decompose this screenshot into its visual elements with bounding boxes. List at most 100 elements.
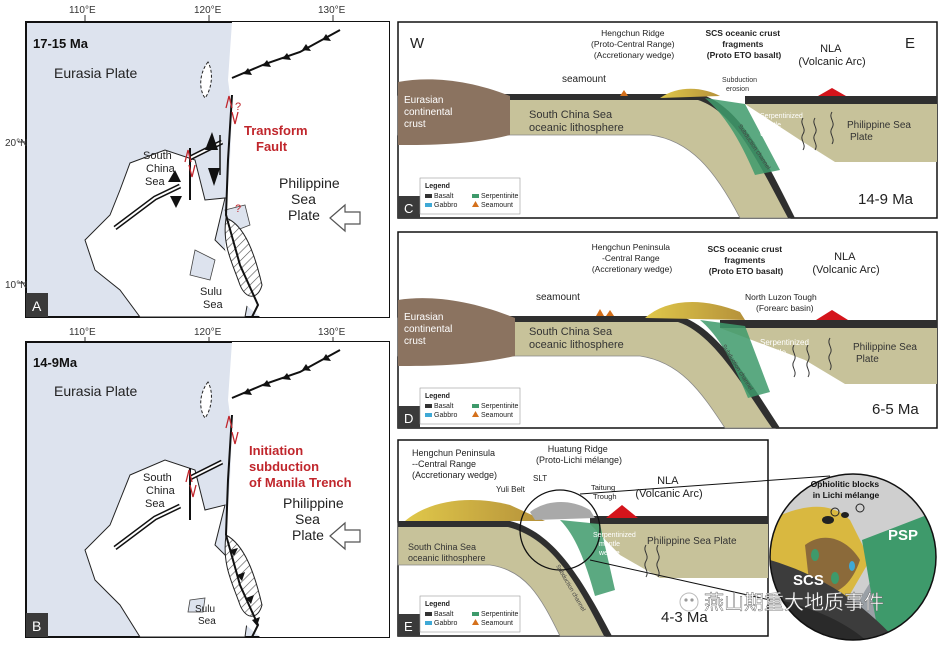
legend-serpentinite: Serpentinite [481,403,518,410]
question-mark-2: ? [235,203,241,215]
eurasian-crust-label-c: Eurasian continental crust [404,95,455,130]
psp-sea-a [225,22,389,317]
nla-volcano-d [816,310,848,320]
scs-litho-label-e: South China Sea oceanic lithosphere [408,542,486,563]
legend-title: Legend [425,393,450,400]
serp-label-d: Serpentinized mantle wedge [760,338,811,367]
sulu-label-a: Sulu Sea [200,286,225,311]
subduction-erosion-label: Subduction erosion [722,77,759,93]
scs-litho-label-d: South China Sea oceanic lithosphere [529,326,624,351]
age-label-e: 4-3 Ma [661,609,708,626]
legend-serpentinite: Serpentinite [481,193,518,200]
psp-motion-arrow-b [329,521,361,551]
manila-trench-b [225,534,260,638]
psp-litho-d [720,328,937,384]
eurasia-label-b: Eurasia Plate [54,383,137,399]
huatung-ridge-label: Huatung Ridge (Proto-Lichi mélange) [536,444,622,465]
hengchun-ridge-label: Hengchun Ridge (Proto-Central Range) (Ac… [591,28,677,60]
nla-volcano-c [818,88,846,96]
serpentinized-wedge-c [705,98,780,175]
scs-fragments-label-c: SCS oceanic crust fragments (Proto ETO b… [705,28,782,60]
legend-gabbro: Gabbro [434,202,457,209]
zoom-circle [519,489,601,571]
yuli-belt-label: Yuli Belt [496,485,526,494]
psp-label-a: Philippine Sea Plate [279,175,344,223]
psp-label-d: Philippine Sea Plate [853,342,920,365]
legend-e: Legend Basalt Serpentinite Gabbro Seamou… [419,595,521,633]
legend-basalt: Basalt [434,193,454,200]
eurasian-crust-label-d: Eurasian continental crust [404,312,455,347]
legend-gabbro: Gabbro [434,620,457,627]
motion-arrow-up-a [205,132,218,150]
panel-c-badge [398,196,420,218]
psp-label-e: Philippine Sea Plate [647,536,737,547]
legend-seamount: Seamount [481,620,513,627]
psp-motion-arrow-a [329,203,361,233]
taiwan-outline-b [200,381,212,419]
psp-litho-e [590,524,768,578]
watermark-text: 燕山期重大地质事件 [704,590,884,614]
nla-label-c: NLA (Volcanic Arc) [798,43,865,68]
accretionary-wedge-d [645,301,745,320]
nla-label-e: NLA (Volcanic Arc) [635,475,702,500]
lat-20-label: 20°N [5,138,27,149]
scs-fragments-label-d: SCS oceanic crust fragments (Proto ETO b… [707,244,784,276]
panel-b-letter: B [32,618,41,634]
eurasia-label-a: Eurasia Plate [54,65,137,81]
legend-seamount: Seamount [481,412,513,419]
lon-110-label-b: 110°E [69,327,96,338]
nla-label-d: NLA (Volcanic Arc) [812,251,879,276]
legend-basalt: Basalt [434,403,454,410]
psp-label-b: Philippine Sea Plate [283,495,348,543]
map-b-panel: 110°E 120°E 130°E 14-9Ma Eurasia Plate [25,327,390,638]
panel-d-letter: D [404,411,413,426]
slt-label: SLT [533,474,547,483]
psp-sea-b [225,342,389,637]
transform-fault-a [224,94,260,318]
age-label-d: 6-5 Ma [872,401,919,418]
manila-trench-label: Initiation subduction of Manila Trench [249,443,352,490]
legend-c: Legend Basalt Serpentinite Gabbro Seamou… [419,177,521,215]
section-e-panel: Hengchun Peninsula --Central Range (Accr… [397,439,831,637]
inset-scs-label: SCS [793,572,824,589]
legend-gabbro: Gabbro [434,412,457,419]
psp-litho-c [745,104,937,162]
scs-label-b: South China Sea [143,472,178,510]
motion-arrow-down-a [208,168,220,186]
legend-basalt: Basalt [434,611,454,618]
inset-psp-label: PSP [888,527,918,544]
hengchun-label-d: Hengchun Peninsula -Central Range (Accre… [592,242,673,274]
scs-label-a: South China Sea [143,150,178,188]
legend-title: Legend [425,183,450,190]
question-mark-1: ? [235,101,241,113]
lichi-melange-inset: Ophiolitic blocks in Lichi mélange PSP S… [769,473,937,641]
map-a-panel: 110°E 120°E 130°E [5,5,390,318]
psp-label-c: Philippine Sea Plate [847,120,914,143]
lon-120-label-b: 120°E [194,327,222,338]
serp-label-c: Serpentinized mantle wedge [759,113,805,138]
taitung-trough-label: Taitung Trough [591,483,617,501]
watermark: 燕山期重大地质事件 [679,590,884,614]
seamount-label-d: seamount [536,292,580,303]
seamount-label-c: seamount [562,74,606,85]
panel-e-letter: E [404,619,413,634]
central-range-e [405,500,545,521]
scs-litho-label-c: South China Sea oceanic lithosphere [529,109,624,134]
legend-seamount: Seamount [481,202,513,209]
serpentinized-wedge-d [700,320,770,398]
nla-volcano-e [606,505,638,518]
north-luzon-trough-label: North Luzon Tough (Forearc basin) [745,292,819,313]
panel-e-badge [398,614,420,636]
panel-a-badge [26,293,48,317]
panel-c-letter: C [404,201,413,216]
lon-130-label-b: 130°E [318,327,346,338]
lat-10-label: 10°N [5,280,27,291]
age-label-a: 17-15 Ma [33,36,89,51]
lon-110-label: 110°E [69,5,96,16]
legend-title: Legend [425,601,450,608]
serpentinized-wedge-e [560,520,615,596]
hengchun-label-e: Hengchun Peninsula --Central Range (Accr… [412,448,498,480]
panel-a-letter: A [32,298,42,314]
huatung-ridge-e [530,501,595,520]
